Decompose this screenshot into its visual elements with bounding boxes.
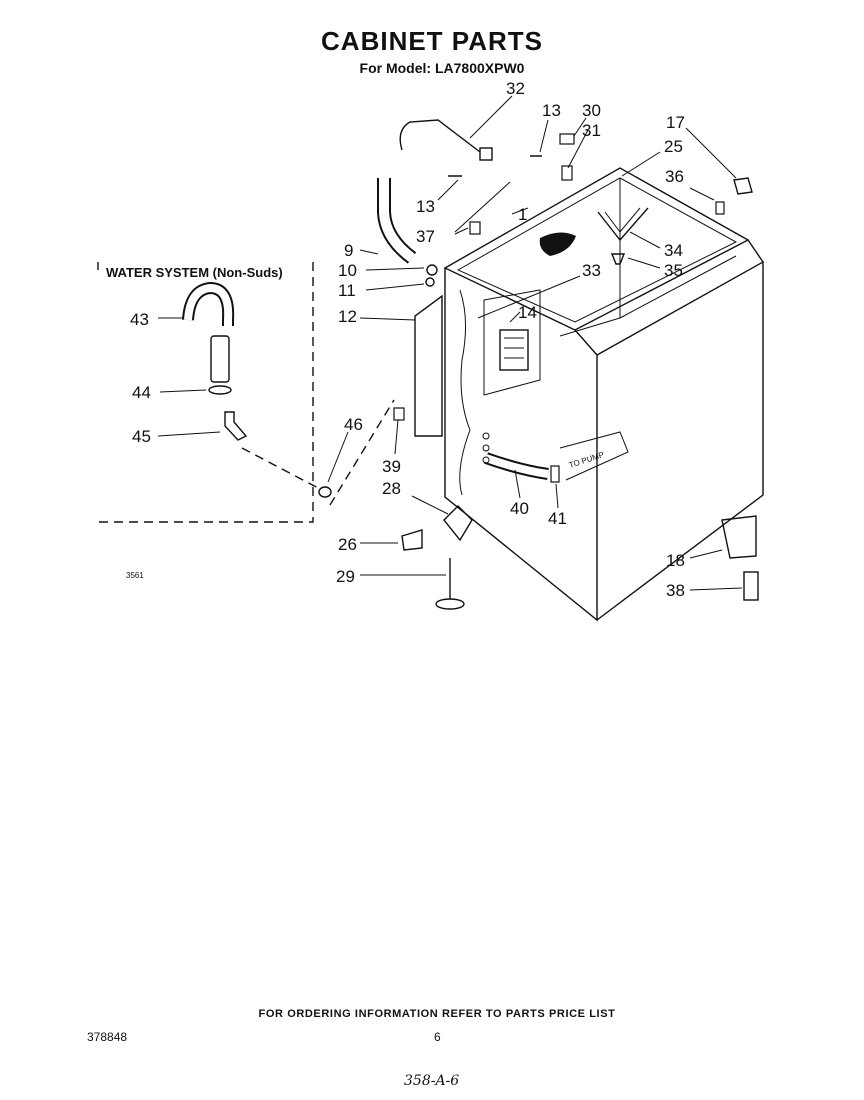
clip-31 (561, 165, 573, 181)
callout-37: 37 (416, 227, 435, 246)
screw-11 (425, 277, 435, 287)
tube-44 (210, 335, 230, 383)
callout-11: 11 (338, 281, 356, 300)
diagram-code: 3561 (126, 571, 144, 580)
callout-13-top: 13 (542, 101, 561, 120)
callout-35: 35 (664, 261, 683, 280)
callout-10: 10 (338, 261, 357, 280)
cord-32 (399, 119, 481, 153)
clip-30 (559, 133, 575, 145)
callout-28: 28 (382, 479, 401, 498)
callout-44: 44 (132, 383, 151, 402)
callout-13-left: 13 (416, 197, 435, 216)
clip-17 (733, 177, 753, 195)
bolt-38 (743, 571, 759, 601)
screw-39 (393, 407, 405, 421)
clamp-41 (550, 465, 560, 483)
callout-18: 18 (666, 551, 685, 570)
callout-29: 29 (336, 567, 355, 586)
screw-36 (715, 201, 725, 215)
page-title: CABINET PARTS (321, 26, 543, 56)
callout-36: 36 (665, 167, 684, 186)
callout-33: 33 (582, 261, 601, 280)
cabinet-body: TO PUMP (443, 167, 764, 622)
model-subtitle: For Model: LA7800XPW0 (359, 60, 525, 76)
document-number: 378848 (87, 1030, 128, 1044)
callout-38: 38 (666, 581, 685, 600)
clip-46 (318, 486, 332, 498)
callout-40: 40 (510, 499, 529, 518)
bumper-35 (610, 253, 626, 265)
washer-10 (426, 264, 438, 276)
switch-14 (499, 329, 529, 371)
callout-9: 9 (344, 241, 353, 260)
to-pump-label: TO PUMP (568, 450, 605, 470)
callout-17: 17 (666, 113, 685, 132)
callout-1: 1 (518, 205, 527, 224)
leader-lines (157, 95, 743, 591)
panel-18 (721, 515, 757, 559)
callout-39: 39 (382, 457, 401, 476)
handwritten-note: 358-A-6 (404, 1073, 460, 1089)
water-system-box: WATER SYSTEM (Non-Suds) (97, 262, 395, 523)
screws-13 (448, 155, 542, 177)
top-opening (539, 232, 576, 256)
clamp-44 (208, 385, 232, 395)
part-callouts: 32 13 30 31 17 25 36 13 1 37 9 34 10 33 … (126, 79, 685, 600)
bracket-28 (443, 505, 473, 542)
callout-12: 12 (338, 307, 357, 326)
callout-32: 32 (506, 79, 525, 98)
callout-34: 34 (664, 241, 683, 260)
callout-46: 46 (344, 415, 363, 434)
callout-31: 31 (582, 121, 601, 140)
water-system-label: WATER SYSTEM (Non-Suds) (106, 265, 283, 280)
callout-25: 25 (664, 137, 683, 156)
callout-43: 43 (130, 310, 149, 329)
callout-45: 45 (132, 427, 151, 446)
loose-parts (377, 119, 759, 610)
screw-37 (469, 221, 481, 235)
callout-26: 26 (338, 535, 357, 554)
panel-12 (414, 294, 443, 437)
ordering-info-footer: FOR ORDERING INFORMATION REFER TO PARTS … (258, 1008, 616, 1020)
fitting-45 (224, 411, 248, 441)
hose-9 (379, 178, 416, 263)
callout-41: 41 (548, 509, 567, 528)
clip-26 (401, 529, 423, 551)
callout-14: 14 (518, 303, 537, 322)
hose-40 (484, 454, 549, 478)
page-number: 6 (434, 1030, 441, 1044)
callout-30: 30 (582, 101, 601, 120)
